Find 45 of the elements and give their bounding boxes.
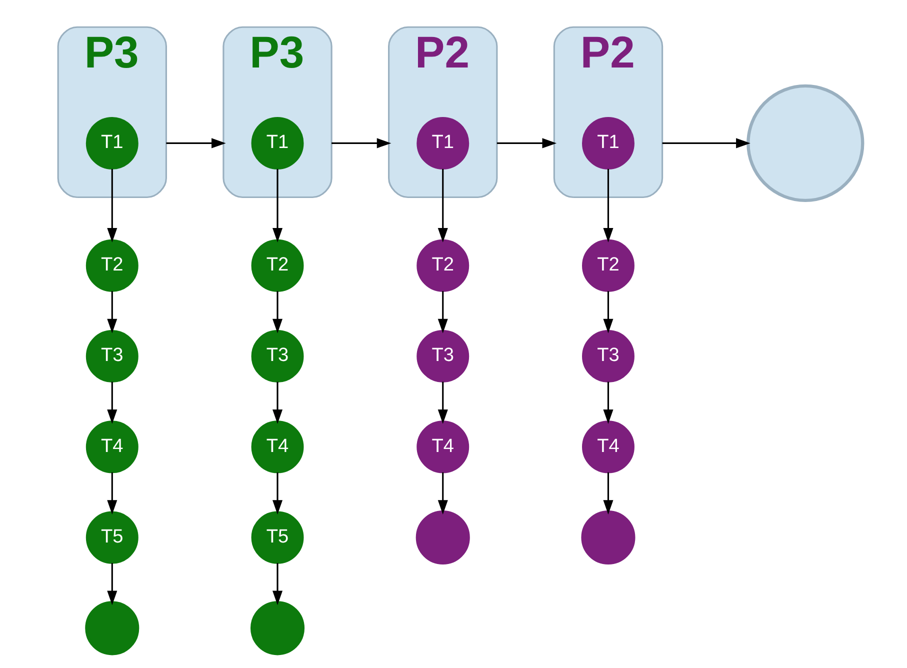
arrow [106, 563, 117, 606]
node-circle: T3 [250, 330, 304, 382]
arrow [437, 168, 448, 242]
node-circle: T5 [250, 511, 304, 564]
node-circle: T4 [416, 420, 469, 474]
arrow [437, 472, 448, 514]
arrow [106, 291, 117, 334]
node-circle: T1 [250, 116, 304, 170]
node-circle [250, 601, 304, 656]
arrow [272, 168, 282, 242]
arrow [437, 291, 448, 334]
node-circle [84, 601, 139, 656]
node-circle: T2 [416, 239, 469, 292]
arrow [602, 472, 613, 514]
node-circle: T1 [85, 116, 138, 170]
arrow [602, 168, 613, 242]
node-circle: T2 [582, 239, 634, 292]
node-circle: T5 [85, 511, 138, 564]
arrow [106, 168, 117, 242]
arrow [106, 472, 117, 514]
node-circle: T3 [416, 330, 469, 382]
arrow [331, 138, 391, 148]
arrow [272, 472, 282, 514]
node-circle: T2 [85, 239, 138, 292]
arrow [662, 138, 750, 148]
node-circle: T1 [416, 116, 469, 170]
node-circle: T4 [250, 420, 304, 474]
node-circle [746, 84, 864, 202]
arrow [437, 382, 448, 424]
node-circle [415, 510, 470, 565]
node-circle: T1 [582, 116, 634, 170]
arrow [272, 563, 282, 606]
arrow [272, 382, 282, 424]
node-circle: T4 [582, 420, 634, 474]
arrow [106, 382, 117, 424]
node-circle: T4 [85, 420, 138, 474]
node-circle [580, 510, 635, 565]
arrow [496, 138, 556, 148]
node-circle: T2 [250, 239, 304, 292]
node-circle: T3 [85, 330, 138, 382]
arrow [272, 291, 282, 334]
arrow [602, 291, 613, 334]
arrow [166, 138, 226, 148]
arrow [602, 382, 613, 424]
node-circle: T3 [582, 330, 634, 382]
